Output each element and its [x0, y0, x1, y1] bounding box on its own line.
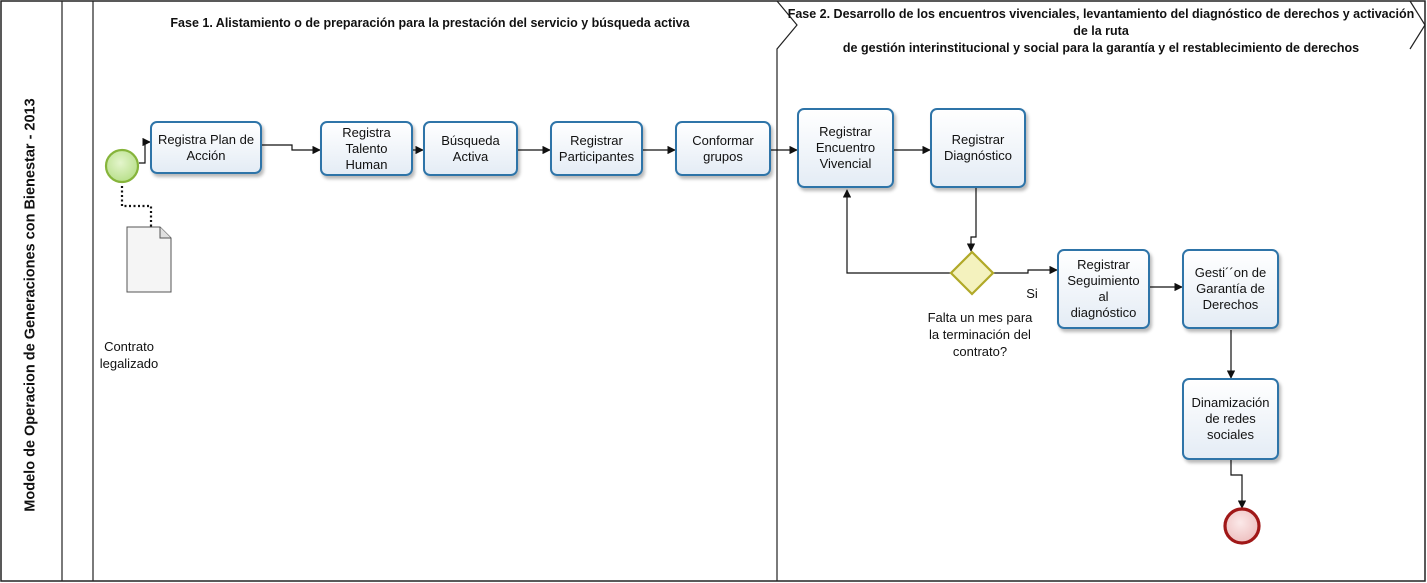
pool-title-text: Modelo de Operacion de Generaciones con … [23, 98, 40, 512]
pool-title: Modelo de Operacion de Generaciones con … [19, 70, 43, 540]
task-gestion-garantia[interactable]: Gesti´´on de Garantía de Derechos [1182, 249, 1279, 329]
phase1-title: Fase 1. Alistamiento o de preparación pa… [170, 16, 690, 30]
phase2-title: Fase 2. Desarrollo de los encuentros viv… [787, 7, 1415, 55]
document-icon [126, 226, 172, 293]
flow-diagnostico-gateway [966, 188, 977, 252]
gateway-yes-label: Si [1026, 286, 1038, 301]
flow-start-plan [139, 137, 151, 164]
end-event [1223, 507, 1261, 545]
task-registrar-seguimiento[interactable]: Registrar Seguimiento al diagnóstico [1057, 249, 1150, 329]
flow-gateway-encuentro-loop [842, 189, 953, 274]
task-registrar-participantes[interactable]: Registrar Participantes [550, 121, 643, 176]
association-contrato [120, 186, 153, 228]
flow-plan-talento [262, 144, 321, 155]
start-event [104, 148, 140, 184]
exclusive-gateway [949, 250, 995, 296]
phase2-right-chevron [1409, 0, 1426, 50]
flow-gateway-seguimiento [993, 265, 1058, 275]
task-registrar-diagnostico[interactable]: Registrar Diagnóstico [930, 108, 1026, 188]
phase-separator [776, 0, 798, 581]
flow-redes-end [1230, 460, 1247, 509]
gateway-question-label: Falta un mes para la terminación del con… [927, 310, 1033, 359]
task-busqueda-activa[interactable]: Búsqueda Activa [423, 121, 518, 176]
task-conformar-grupos[interactable]: Conformar grupos [675, 121, 771, 176]
task-registra-talento[interactable]: Registra Talento Human [320, 121, 413, 176]
artifact-label: Contrato legalizado [99, 339, 159, 371]
task-dinamizacion-redes[interactable]: Dinamización de redes sociales [1182, 378, 1279, 460]
task-registrar-encuentro[interactable]: Registrar Encuentro Vivencial [797, 108, 894, 188]
task-registra-plan[interactable]: Registra Plan de Acción [150, 121, 262, 174]
